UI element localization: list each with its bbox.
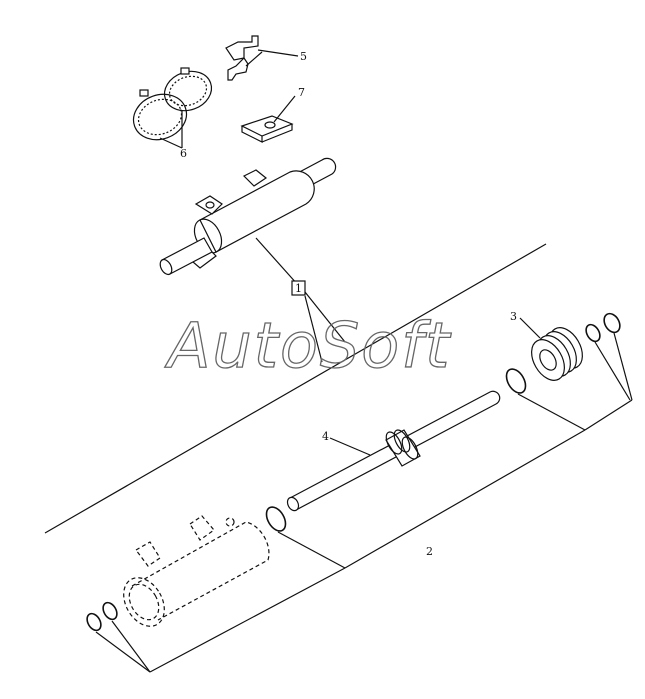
callout-4: 4 <box>322 430 329 443</box>
callout-7: 7 <box>298 86 305 99</box>
part-6-clamp-rings <box>132 67 213 149</box>
part-7-plate <box>240 95 296 143</box>
callout-2-line <box>344 429 586 569</box>
part-o-ring-mid <box>265 506 346 569</box>
callout-1: 1 <box>295 282 302 295</box>
part-5-grease-fitting <box>225 35 299 81</box>
callout-5: 5 <box>300 50 307 63</box>
watermark: AutoSoft <box>164 309 452 382</box>
phantom-cylinder-barrel <box>123 515 270 627</box>
part-4-piston-rod <box>286 390 501 512</box>
part-1-cylinder-assembly <box>159 157 337 286</box>
callout-6: 6 <box>180 147 187 160</box>
part-o-rings-right <box>505 312 633 431</box>
part-o-rings-left <box>86 567 346 673</box>
parting-line <box>44 243 547 534</box>
callout-2: 2 <box>426 545 433 558</box>
callout-3: 3 <box>510 310 517 323</box>
callout-1-box <box>291 280 306 296</box>
part-3-piston-seal <box>519 317 583 381</box>
